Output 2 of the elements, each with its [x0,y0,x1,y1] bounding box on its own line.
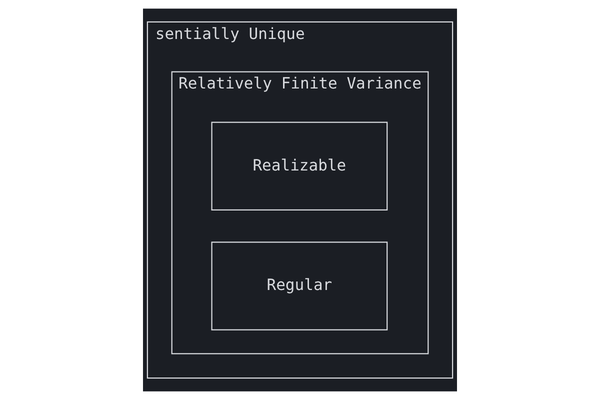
node-box: Regular [211,242,388,330]
node-box: Realizable [211,122,388,211]
